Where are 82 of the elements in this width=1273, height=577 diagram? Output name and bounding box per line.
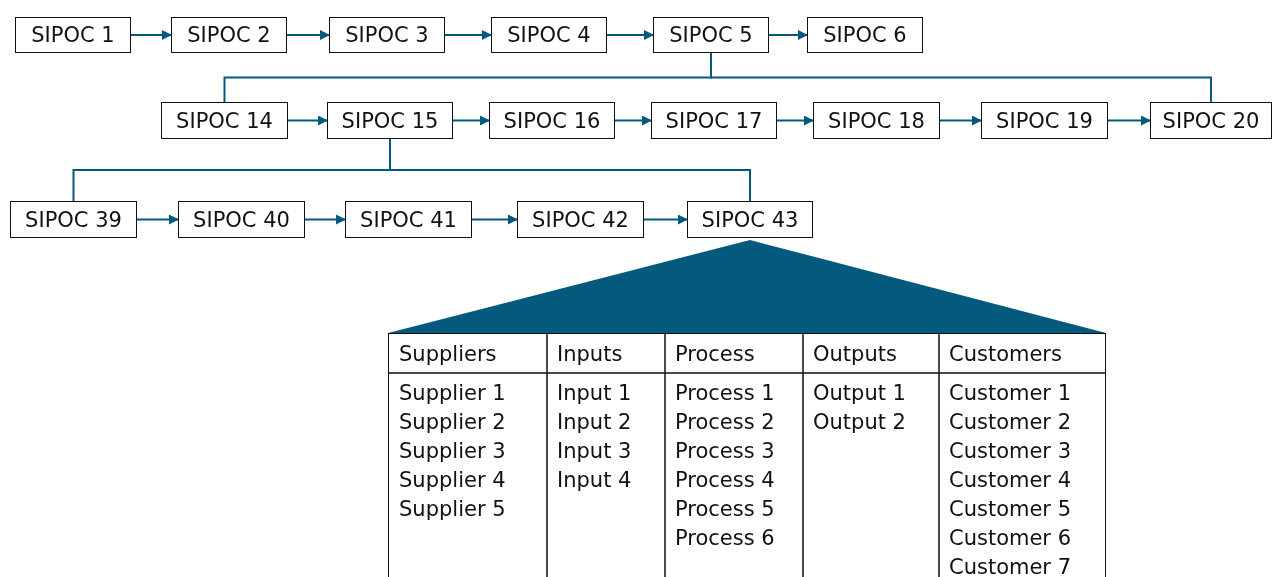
table-frame (388, 333, 1106, 577)
box-label: SIPOC 43 (701, 207, 799, 232)
arrow (606, 30, 654, 40)
process-box (171, 17, 287, 53)
process-box (327, 102, 453, 139)
box-label: SIPOC 16 (503, 108, 601, 133)
process-box (981, 102, 1108, 139)
arrow (768, 30, 808, 40)
table-cell: Supplier 5 (399, 496, 506, 522)
process-box (329, 17, 445, 53)
table-cell: Process 2 (675, 409, 775, 435)
table-cell: Customer 7 (949, 554, 1072, 577)
arrow (444, 30, 492, 40)
process-box (813, 102, 940, 139)
column-header: Process (675, 341, 755, 367)
table-cell: Customer 1 (949, 380, 1072, 406)
table-cell: Customer 5 (949, 496, 1072, 522)
arrow (643, 214, 688, 225)
box-label: SIPOC 40 (193, 207, 290, 232)
box-label: SIPOC 39 (25, 207, 122, 232)
box-label: SIPOC 15 (341, 108, 439, 133)
table-cell: Supplier 4 (399, 467, 506, 493)
process-box (15, 17, 131, 53)
table-cell: Customer 3 (949, 438, 1072, 464)
arrow (287, 115, 328, 126)
table-cell: Process 5 (675, 496, 775, 522)
process-box (345, 201, 472, 238)
arrow (471, 214, 518, 225)
box-label: SIPOC 19 (996, 108, 1093, 133)
box-label: SIPOC 2 (187, 23, 271, 47)
arrow (136, 214, 179, 225)
column-header: Customers (949, 341, 1062, 367)
table-cell: Output 1 (813, 380, 906, 406)
table-cell: Customer 4 (949, 467, 1072, 493)
process-box (1150, 102, 1272, 139)
arrow (130, 30, 172, 40)
table-cell: Output 2 (813, 409, 906, 435)
box-label: SIPOC 3 (345, 23, 429, 47)
process-box (807, 17, 923, 53)
process-box (161, 102, 288, 139)
box-label: SIPOC 20 (1162, 108, 1260, 133)
table-cell: Process 1 (675, 380, 775, 406)
process-box (653, 17, 769, 53)
process-box (651, 102, 777, 139)
process-box (491, 17, 607, 53)
process-box (687, 201, 813, 238)
arrow (939, 115, 982, 126)
box-label: SIPOC 14 (176, 108, 273, 133)
table-cell: Input 2 (557, 409, 632, 435)
box-label: SIPOC 5 (669, 23, 753, 47)
process-box (178, 201, 305, 238)
box-label: SIPOC 4 (507, 23, 591, 47)
column-header: Inputs (557, 341, 623, 367)
box-label: SIPOC 1 (31, 23, 115, 47)
column-header: Outputs (813, 341, 897, 367)
table-cell: Customer 6 (949, 525, 1072, 551)
arrow (614, 115, 652, 126)
box-label: SIPOC 18 (828, 108, 925, 133)
arrow (1107, 115, 1151, 126)
table-cell: Supplier 2 (399, 409, 506, 435)
box-label: SIPOC 42 (532, 207, 629, 232)
box-label: SIPOC 41 (360, 207, 457, 232)
table-cell: Process 3 (675, 438, 775, 464)
arrow (286, 30, 330, 40)
table-cell: Input 1 (557, 380, 632, 406)
table-cell: Supplier 3 (399, 438, 506, 464)
table-cell: Supplier 1 (399, 380, 506, 406)
arrow (452, 115, 490, 126)
box-label: SIPOC 17 (665, 108, 763, 133)
arrow (776, 115, 814, 126)
process-box (10, 201, 137, 238)
arrow (304, 214, 346, 225)
table-cell: Input 4 (557, 467, 632, 493)
column-header: Suppliers (399, 341, 497, 367)
table-cell: Customer 2 (949, 409, 1072, 435)
table-cell: Process 4 (675, 467, 775, 493)
box-label: SIPOC 6 (823, 23, 907, 47)
table-cell: Process 6 (675, 525, 775, 551)
zoom-wedge (388, 240, 1106, 333)
process-box (489, 102, 615, 139)
process-box (517, 201, 644, 238)
table-cell: Input 3 (557, 438, 632, 464)
